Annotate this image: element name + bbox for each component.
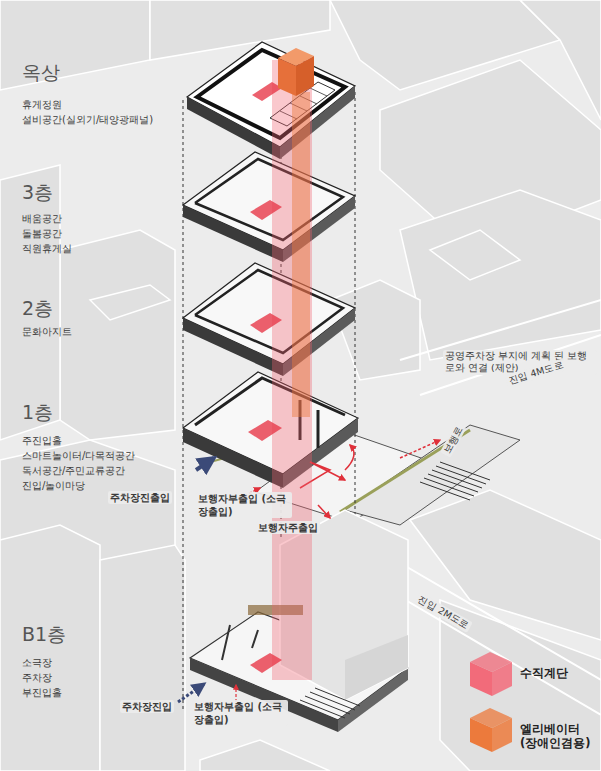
- stair-core: [272, 60, 312, 680]
- walkway: [345, 425, 520, 525]
- swatch-side: [492, 662, 512, 696]
- floor-plate: [183, 263, 355, 364]
- b1-wall: [345, 635, 408, 700]
- annotation-label: 보행자부출입 (소극장출입): [192, 700, 288, 726]
- annotation-label: 스마트놀이터/다목적공간: [22, 449, 135, 462]
- floor-heading: 3층: [22, 180, 53, 205]
- annotation-label: 진입/놀이마당: [22, 479, 85, 492]
- swatch-top: [470, 708, 512, 728]
- annotation-label: 소극장: [22, 656, 52, 669]
- annotation-label: 주차장진입: [120, 700, 174, 713]
- walls: [195, 270, 343, 353]
- annotation-label: 돌봄공간: [22, 227, 62, 240]
- walls: [195, 159, 343, 240]
- annotation-label: 휴게정원: [22, 98, 62, 111]
- floor-plate: [183, 372, 358, 474]
- stairs: [248, 82, 282, 673]
- parapet: [197, 50, 345, 138]
- swatch-side: [470, 662, 492, 696]
- entry-arrow: [196, 458, 214, 470]
- annotation-label: 문화아지트: [22, 325, 72, 338]
- legend-text: 엘리베이터 (장애인겸용): [520, 722, 594, 751]
- swatch-side: [470, 718, 492, 752]
- swatch-top: [470, 652, 512, 672]
- walls: [195, 378, 345, 448]
- swatch-side: [492, 718, 512, 752]
- elevator-shaft: [292, 92, 310, 417]
- floor-face: [187, 97, 280, 159]
- annotation-label: 독서공간/주민교류공간: [22, 464, 125, 477]
- annotation-label: 주차장진출입: [108, 491, 172, 504]
- elevator-box: [278, 48, 314, 96]
- legend-swatch: [470, 708, 512, 752]
- stair-lines: [420, 462, 490, 500]
- annotation-label: 주차장: [22, 671, 52, 684]
- b1-stairs: [300, 688, 360, 718]
- annotation-label: 주진입홀: [22, 434, 62, 447]
- floor-heading: 2층: [22, 296, 53, 321]
- annotation-label: 배움공간: [22, 212, 62, 225]
- annotation-label: 보행자주출입: [256, 521, 320, 534]
- legend-swatch: [470, 652, 512, 696]
- annotation-label: 부진입홀: [22, 686, 62, 699]
- annotation-label: 직원휴게실: [22, 242, 72, 255]
- annotation-label: 보행자부출입 (소극장출입): [196, 492, 292, 518]
- floor-heading: B1층: [22, 622, 66, 647]
- floor-plate: [183, 152, 355, 250]
- b1-walls: [222, 625, 258, 660]
- legend-text: 수직계단: [520, 666, 594, 680]
- roof-plate: [187, 42, 355, 147]
- annotation-label: 설비공간(실외기/태양광패널): [22, 113, 153, 126]
- floor-heading: 1층: [22, 400, 53, 425]
- floor-heading: 옥상: [22, 60, 60, 85]
